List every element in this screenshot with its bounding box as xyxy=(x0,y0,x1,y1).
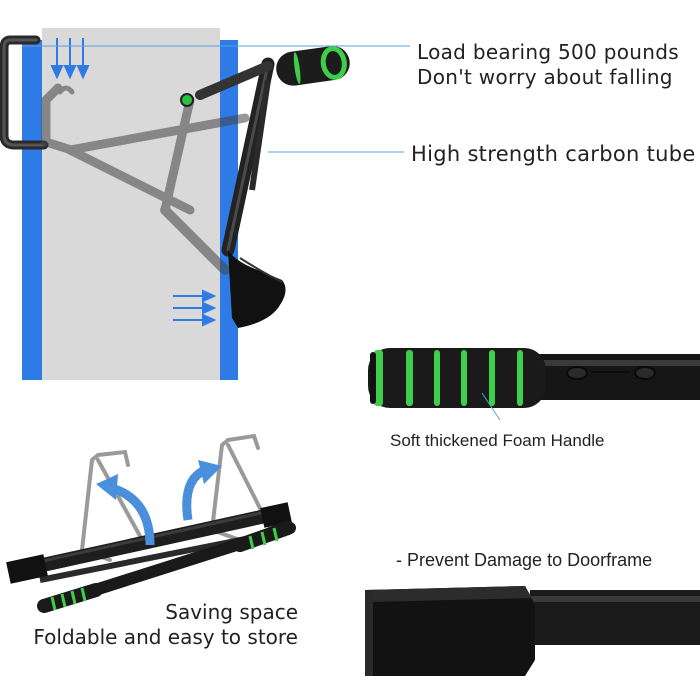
top-foam-handle xyxy=(276,46,350,86)
doorframe-caption: - Prevent Damage to Doorframe xyxy=(396,550,653,570)
saving-space-line1: Saving space xyxy=(165,600,298,624)
door-panel xyxy=(42,28,220,380)
load-bearing-line1: Load bearing 500 pounds xyxy=(417,40,679,64)
saving-space-line2: Foldable and easy to store xyxy=(33,625,298,649)
right-arrows-icon xyxy=(173,289,217,327)
left-foam-grip xyxy=(37,583,103,613)
load-bearing-line2: Don't worry about falling xyxy=(417,65,673,89)
door-bumper-pad xyxy=(228,250,286,328)
foam-handle-caption: Soft thickened Foam Handle xyxy=(390,431,605,450)
saving-space-caption: Saving space Foldable and easy to store xyxy=(18,600,298,650)
fold-arrow-icon xyxy=(96,460,222,546)
carbon-tube-caption: High strength carbon tube xyxy=(411,142,696,166)
down-arrows-icon xyxy=(50,38,90,80)
load-bearing-caption: Load bearing 500 pounds Don't worry abou… xyxy=(417,40,679,90)
right-foam-grip xyxy=(233,521,295,552)
door-frame-left xyxy=(22,40,42,380)
